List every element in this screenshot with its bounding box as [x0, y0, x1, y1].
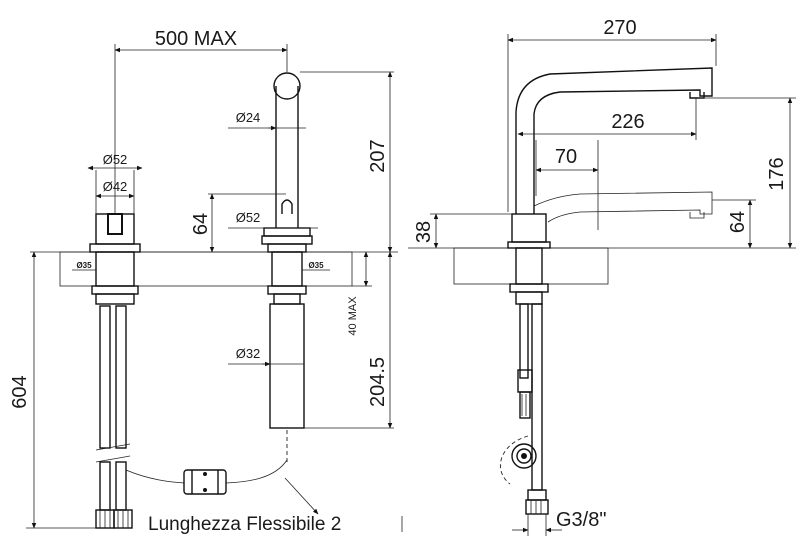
caption-flexible-length: Lunghezza Flessibile 2: [148, 514, 341, 535]
dim-38: 38: [413, 221, 435, 243]
dim-d42: Ø42: [103, 179, 128, 194]
left-hose-b: [115, 305, 127, 449]
right-spout-outline: [515, 67, 713, 214]
right-hose-b: [531, 303, 543, 491]
left-view: 500 MAX Ø52 Ø42 Ø24 Ø52 64 207 Ø35 Ø35 4…: [9, 28, 403, 535]
right-view: 270 226 70 176 64 38 G3/8": [408, 17, 796, 536]
dim-d52-spout: Ø52: [236, 210, 261, 225]
dim-d35-right: Ø35: [308, 261, 324, 270]
dim-d32: Ø32: [236, 346, 261, 361]
dim-d35-left: Ø35: [76, 261, 92, 270]
dim-thread-g3-8: G3/8": [556, 509, 606, 531]
dim-226: 226: [611, 111, 644, 133]
dim-64-left: 64: [190, 213, 212, 235]
hose-connector: [183, 469, 227, 495]
left-spout: [261, 72, 313, 429]
left-hose-a-lower: [99, 461, 111, 511]
right-countertop: [453, 247, 609, 285]
dim-40-max: 40 MAX: [347, 296, 359, 336]
dim-604: 604: [9, 375, 31, 408]
left-hose-b-lower: [115, 461, 127, 511]
dim-176: 176: [766, 157, 788, 190]
control-unit: [89, 213, 141, 305]
dim-207: 207: [367, 139, 389, 172]
right-spout-extended: [533, 191, 713, 223]
dim-204-5: 204.5: [367, 357, 389, 407]
dim-d24: Ø24: [236, 110, 261, 125]
right-hose-a: [519, 303, 529, 379]
left-hose-a: [99, 305, 111, 449]
dim-d52-control: Ø52: [103, 152, 128, 167]
dim-270: 270: [603, 17, 636, 39]
dim-70: 70: [555, 146, 577, 168]
dim-64-right: 64: [727, 211, 749, 233]
dim-500-max: 500 MAX: [155, 28, 237, 50]
